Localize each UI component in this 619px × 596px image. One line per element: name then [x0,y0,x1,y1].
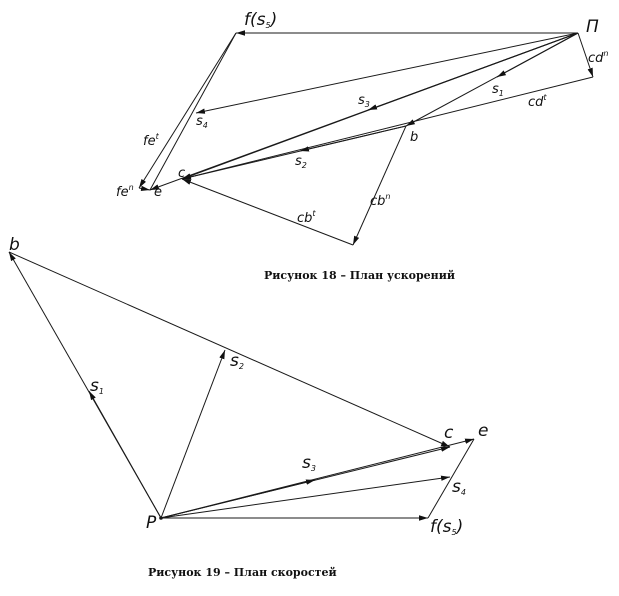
velocity-vector-bc [8,251,451,448]
accel-vector-s1 [496,32,579,78]
accel-vector-s4 [195,32,579,114]
accel-vector-cd-n [577,32,594,78]
accel-label-s4: s4 [196,114,208,130]
accel-vector-fe-t [138,32,237,189]
velocity-label-s4: s4 [452,477,466,497]
accel-vector-cd-t [181,76,594,180]
accel-label-s1: s1 [492,82,504,98]
accel-label-s2: s2 [295,154,307,170]
accel-label-cd-n: cdn [588,49,608,66]
accel-label-f: f(s5) [244,10,277,30]
velocity-vector-s2 [160,349,226,519]
accel-label-c: c [178,166,185,181]
accel-label-cb-t: cbt [297,209,316,226]
velocity-label-f: f(s5) [430,517,463,537]
velocity-label-c: c [444,423,454,443]
velocity-vector-ef [427,438,475,519]
accel-label-b: b [410,130,418,145]
accel-vector-fe-n [138,185,151,192]
acceleration-plan: П f(s5) cdn s1 cdt s3 s4 b fet s2 c e fe… [116,10,608,282]
velocity-vector-s1 [88,390,162,519]
velocity-plan-caption: Рисунок 19 – План скоростей [148,566,337,579]
accel-label-pole: П [586,17,599,37]
velocity-label-s1: s1 [90,376,104,396]
accel-label-fe-n: fen [116,183,134,200]
accel-label-s3: s3 [358,93,370,109]
accel-vector-cb-n [352,125,407,246]
velocity-vector-s4 [160,475,451,519]
velocity-vector-e [160,438,475,519]
accel-vector-s2 [299,125,407,152]
accel-label-cd-t: cdt [528,93,547,110]
velocity-label-pole: P [146,513,157,533]
accel-label-e: e [154,185,162,200]
velocity-label-s3: s3 [302,453,316,473]
velocity-label-b: b [9,235,20,255]
accel-label-cb-n: cbn [370,192,390,209]
accel-plan-caption: Рисунок 18 – План ускорений [264,269,455,282]
velocity-label-e: e [478,421,488,441]
velocity-label-s2: s2 [230,351,244,371]
velocity-plan: b s1 s2 c e s3 s4 P f(s5) Рисунок 19 – П… [8,235,488,579]
accel-vector-fe-t2 [149,32,237,191]
accel-vector-s3 [367,32,579,111]
accel-vector-cb-t [181,178,354,246]
accel-label-fe-t: fet [143,132,160,149]
